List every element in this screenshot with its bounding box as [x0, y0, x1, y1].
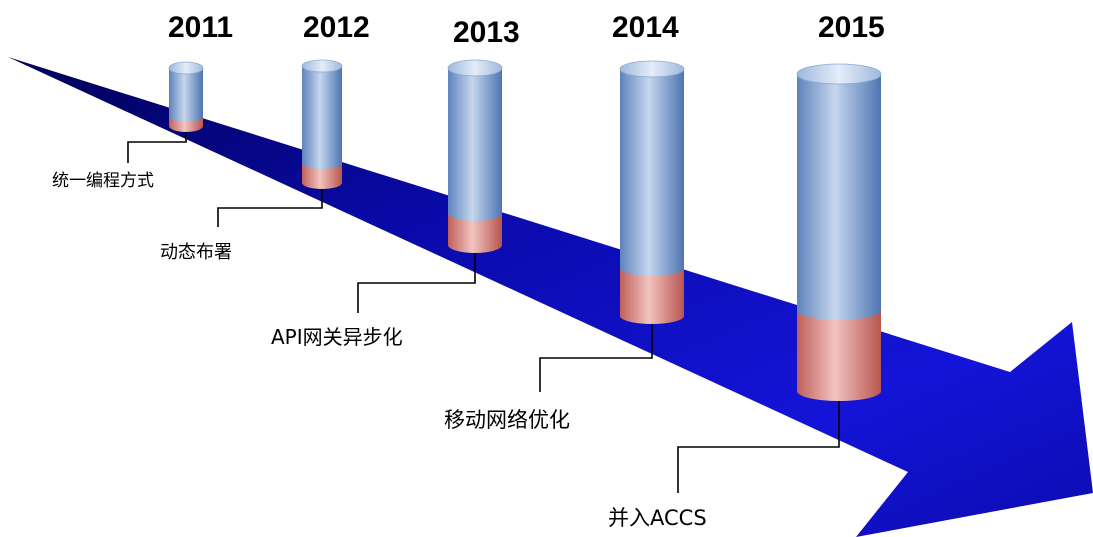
cylinder-blue-segment	[169, 68, 203, 122]
cylinder-2013	[447, 59, 503, 253]
cylinder-2011	[168, 61, 204, 132]
cylinder-2014	[619, 60, 685, 324]
year-label: 2011	[168, 11, 234, 44]
leader-line-2011	[127, 132, 187, 163]
leader-line-2015	[677, 401, 840, 493]
milestone-label: 移动网络优化	[444, 408, 570, 432]
year-label: 2013	[453, 16, 520, 49]
cylinder-top	[447, 59, 503, 77]
cylinder-top	[168, 61, 204, 75]
milestone-label: 动态布署	[160, 242, 232, 263]
year-label: 2014	[612, 11, 679, 44]
cylinder-top	[301, 59, 343, 73]
cylinder-red-segment	[620, 268, 684, 324]
cylinder-blue-segment	[620, 69, 684, 276]
cylinder-blue-segment	[302, 66, 342, 169]
cylinder-top	[796, 63, 882, 85]
year-label: 2012	[303, 11, 370, 44]
timeline-arrow	[8, 57, 1093, 537]
year-label: 2015	[818, 11, 885, 44]
milestone-label: 统一编程方式	[52, 171, 154, 191]
leader-line-2013	[357, 253, 476, 313]
cylinder-blue-segment	[797, 74, 881, 320]
milestone-label: API网关异步化	[271, 325, 403, 349]
leader-line-2014	[539, 324, 653, 392]
cylinder-blue-segment	[448, 68, 502, 221]
milestone-label: 并入ACCS	[608, 506, 707, 530]
cylinder-2012	[301, 59, 343, 189]
leader-line-2012	[217, 189, 323, 227]
cylinder-2015	[796, 63, 882, 401]
cylinder-red-segment	[797, 310, 881, 401]
cylinder-red-segment	[302, 163, 342, 189]
cylinder-top	[619, 60, 685, 78]
cylinder-red-segment	[448, 213, 502, 253]
